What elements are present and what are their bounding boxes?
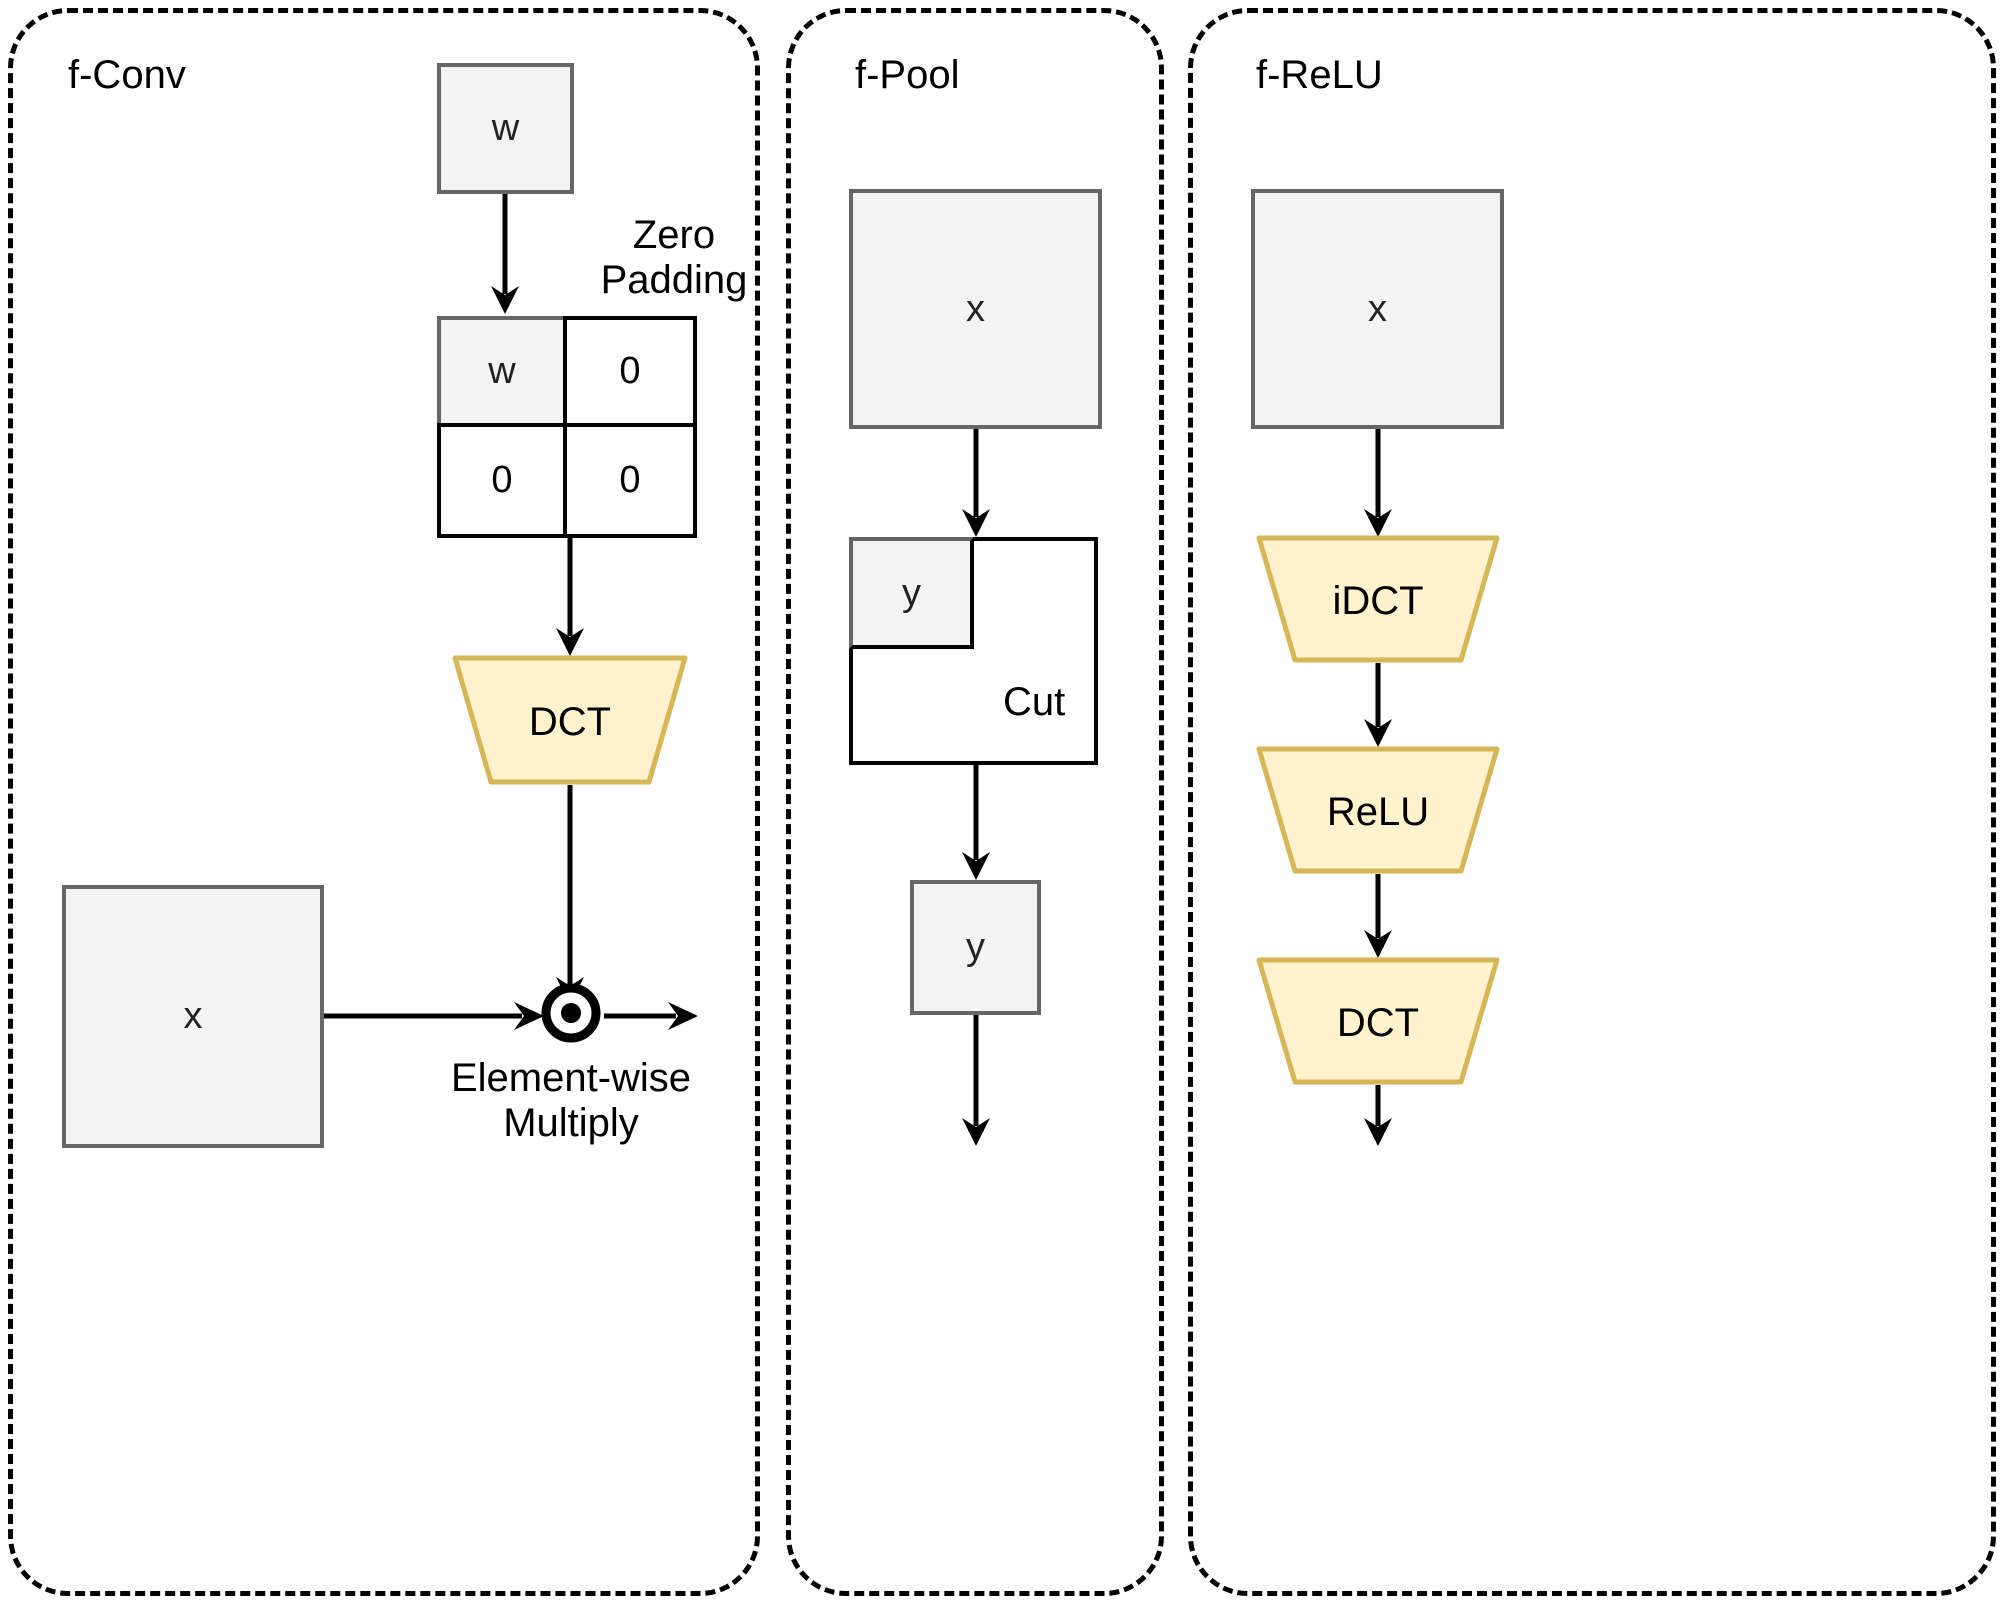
padded-grid-cell-0-a: 0 (563, 316, 697, 427)
f-relu-idct-block: iDCT (1256, 535, 1500, 663)
panel-f-pool-title: f-Pool (855, 53, 960, 97)
arrow-idct-to-relu (1358, 663, 1398, 749)
arrow-dct-to-multiply (550, 785, 590, 1007)
panel-f-conv-title: f-Conv (68, 53, 186, 97)
f-relu-relu-block: ReLU (1256, 746, 1500, 874)
f-pool-cut-output-box: y (849, 537, 974, 649)
arrow-input-to-multiply (324, 1000, 546, 1032)
panel-f-pool (786, 8, 1164, 1596)
arrow-weight-to-padded-grid (485, 194, 525, 316)
panel-f-relu (1188, 8, 1996, 1596)
panel-f-relu-title: f-ReLU (1256, 53, 1383, 97)
f-pool-input-box: x (849, 189, 1102, 429)
f-conv-input-box: x (62, 885, 324, 1148)
f-relu-dct-block: DCT (1256, 957, 1500, 1085)
arrow-pool-input-to-cut (956, 429, 996, 539)
arrow-relu-to-dct (1358, 874, 1398, 960)
f-conv-weight-box: w (437, 63, 574, 194)
f-relu-input-box: x (1251, 189, 1504, 429)
f-pool-result-box: y (910, 880, 1041, 1015)
panel-f-conv (8, 8, 760, 1596)
arrow-cut-to-result (956, 765, 996, 882)
padded-grid-cell-0-c: 0 (563, 423, 697, 538)
f-pool-cut-label: Cut (1003, 680, 1066, 724)
arrow-multiply-output (604, 1000, 700, 1032)
padded-grid-cell-w: w (437, 316, 567, 427)
element-wise-multiply-icon (538, 980, 604, 1046)
padded-grid-cell-0-b: 0 (437, 423, 567, 538)
element-wise-multiply-label: Element-wise Multiply (450, 1056, 692, 1145)
arrow-pool-output (956, 1015, 996, 1148)
arrow-padded-grid-to-dct (550, 538, 590, 658)
arrow-relu-input-to-idct (1358, 429, 1398, 539)
f-conv-dct-block: DCT (452, 655, 688, 785)
arrow-relu-output (1358, 1085, 1398, 1148)
zero-padding-label: Zero Padding (600, 213, 748, 302)
